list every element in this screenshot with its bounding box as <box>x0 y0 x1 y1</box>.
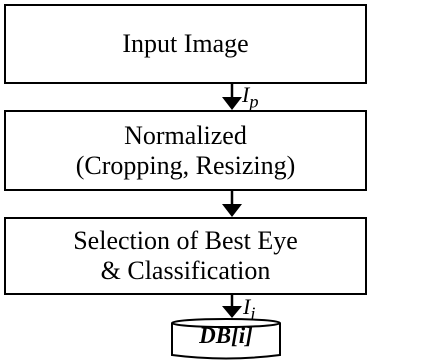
input-image-box: Input Image <box>4 4 367 84</box>
arrow-selection-to-db-head <box>222 306 242 318</box>
selection-classification-box: Selection of Best Eye & Classification <box>4 217 367 295</box>
input-image-label: Input Image <box>122 29 249 58</box>
arrow-label-ip-sub: p <box>249 91 259 112</box>
database-cylinder-top <box>171 318 281 328</box>
database-cylinder <box>171 318 281 360</box>
arrow-label-ii-sub: i <box>250 303 256 324</box>
normalized-box: Normalized (Cropping, Resizing) <box>4 110 367 191</box>
database-label: DB[i] <box>199 323 253 348</box>
arrow-label-ip: Ip <box>242 84 259 112</box>
normalized-label: Normalized (Cropping, Resizing) <box>75 120 296 180</box>
arrow-normalized-to-selection-head <box>222 204 242 217</box>
database-cylinder-body <box>171 323 281 360</box>
arrow-label-ii-main: I <box>243 294 251 319</box>
arrow-label-ip-main: I <box>242 82 250 107</box>
arrow-label-ii: Ii <box>243 296 255 324</box>
selection-classification-label: Selection of Best Eye & Classification <box>73 226 298 285</box>
arrow-input-to-normalized-head <box>222 97 242 110</box>
